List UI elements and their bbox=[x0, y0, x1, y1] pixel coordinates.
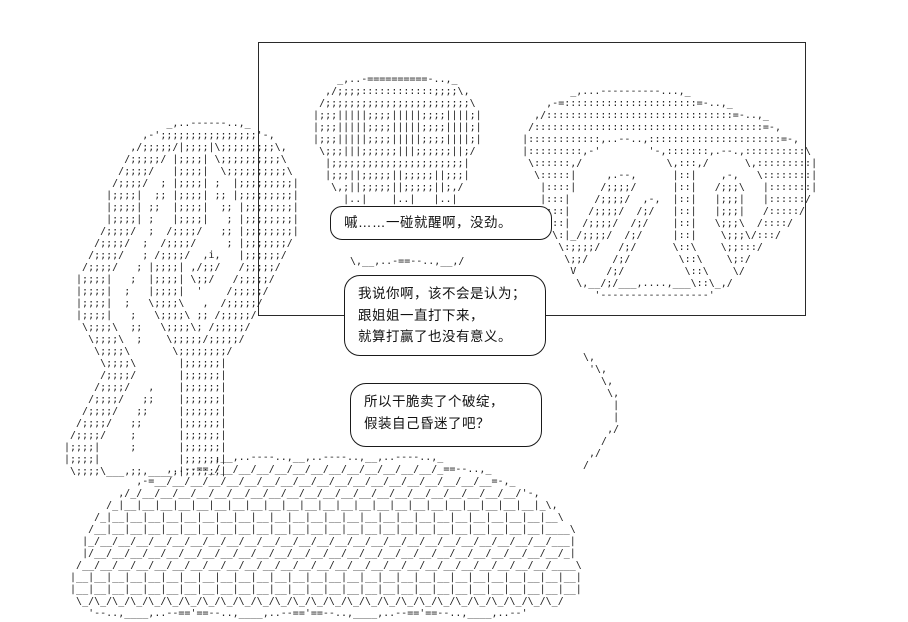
dialogue-line: 跟姐姐一直打下来， bbox=[358, 307, 484, 323]
ascii-art-top-blob: _,..-==========-..,_ ,/;;;;::::::::::::;… bbox=[313, 74, 482, 205]
dialogue-line: 我说你啊，该不会是认为； bbox=[358, 286, 526, 301]
dialogue-line: 所以干脆卖了个破绽， bbox=[364, 394, 504, 409]
ascii-art-divider: \,__,..-==--..,__,/ bbox=[344, 256, 465, 267]
ascii-art-bottom-body: ,__,..----..,__,..----..,__,..----..,_ ,… bbox=[70, 452, 582, 619]
ascii-art-back-curve: \, '\, \, \, | | ,/ / ,/ / bbox=[583, 352, 620, 471]
dialogue-line: 就算打赢了也没有意义。 bbox=[358, 329, 512, 345]
speech-bubble-1: 嘁……一碰就醒啊，没劲。 bbox=[330, 206, 552, 240]
ascii-art-left-hair: _,..------..,_ ,-';;;;;;;;;;;;;;;;'-, ,/… bbox=[64, 118, 299, 477]
dialogue-line: 假装自己昏迷了吧？ bbox=[364, 415, 490, 431]
ascii-art-right-arm: _,...----------...,_ ,-=::::::::::::::::… bbox=[522, 86, 818, 301]
speech-bubble-2: 我说你啊，该不会是认为； 跟姐姐一直打下来， 就算打赢了也没有意义。 bbox=[344, 275, 546, 356]
dialogue-line: 嘁……一碰就醒啊，没劲。 bbox=[344, 215, 512, 231]
speech-bubble-3: 所以干脆卖了个破绽， 假装自己昏迷了吧？ bbox=[350, 383, 542, 447]
